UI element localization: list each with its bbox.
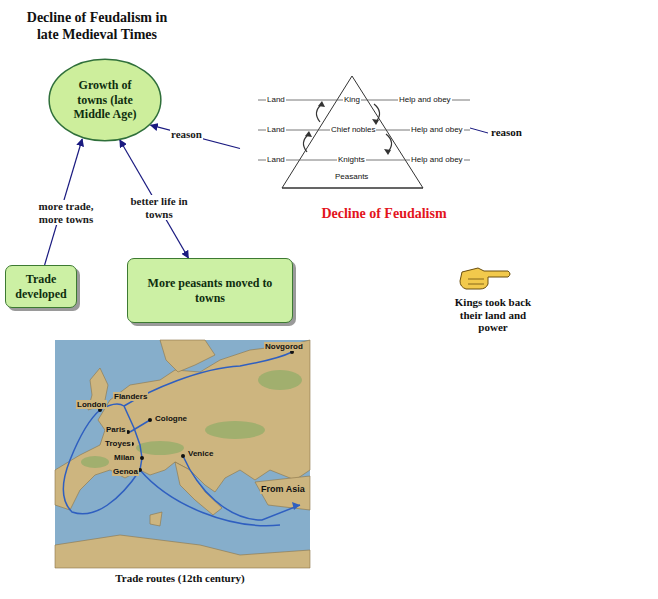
trade-route-map	[55, 340, 310, 568]
pyramid-label: Help and obey	[398, 95, 452, 104]
pyramid-label: King	[343, 95, 361, 104]
city-label: Troyes	[104, 439, 132, 448]
map-caption: Trade routes (12th century)	[80, 572, 280, 584]
pyramid-illustration	[243, 70, 525, 194]
trade-route-map	[140, 456, 144, 460]
pyramid-illustration	[318, 101, 325, 107]
process-box: Trade developed	[5, 265, 77, 308]
pointing-hand-icon	[460, 268, 510, 289]
trade-route-map	[140, 470, 280, 526]
connector-label: more trade, more towns	[30, 200, 102, 225]
trade-route-map	[292, 502, 300, 510]
trade-route-map	[148, 418, 152, 422]
trade-route-map	[175, 462, 222, 515]
pyramid-figure: Decline of Feudalism	[240, 68, 528, 224]
pyramid-label: Land	[266, 125, 286, 134]
pyramid-label: Help and obey	[410, 155, 464, 164]
pyramid-label: Land	[266, 95, 286, 104]
trade-route-map	[181, 454, 185, 458]
trade-route-map	[55, 535, 310, 568]
topic-ellipse: Growth of towns (late Middle Age)	[48, 58, 162, 142]
trade-route-map	[136, 441, 184, 455]
trade-route-map	[130, 420, 150, 432]
pyramid-label: Knights	[337, 155, 366, 164]
pyramid-illustration	[303, 104, 391, 152]
trade-route-map	[124, 352, 292, 406]
pyramid-illustration	[282, 76, 423, 188]
route-label: From Asia	[260, 484, 306, 494]
city-label: London	[76, 400, 107, 409]
node-text: More peasants moved to towns	[133, 276, 287, 305]
pyramid-illustration	[374, 104, 380, 122]
connector-label: reason	[491, 126, 522, 139]
trade-route-map	[64, 352, 301, 526]
pyramid-illustration	[384, 149, 391, 155]
node-text: Trade developed	[11, 272, 71, 301]
trade-route-map	[205, 421, 265, 439]
pyramid-illustration	[305, 101, 391, 155]
pyramid-illustration	[386, 134, 392, 152]
trade-route-map	[160, 340, 215, 372]
pyramid-label: Chief nobles	[330, 125, 376, 134]
pointing-hand-icon	[460, 268, 510, 289]
pyramid-label: Help and obey	[410, 125, 464, 134]
node-text: Decline of Feudalism	[321, 206, 446, 224]
pyramid-illustration	[305, 131, 312, 137]
trade-route-map	[255, 476, 310, 510]
pyramid-illustration	[303, 134, 309, 152]
pointing-hand-icon	[468, 279, 484, 284]
trade-route-map	[258, 370, 302, 390]
pyramid-label: Land	[266, 155, 286, 164]
city-label: Novgorod	[264, 342, 304, 351]
trade-route-map	[55, 340, 310, 568]
trade-route-map	[126, 430, 130, 434]
pyramid-illustration	[470, 128, 488, 133]
trade-route-map	[81, 456, 109, 468]
pyramid-illustration	[243, 70, 525, 194]
connector-label: better life in towns	[116, 195, 202, 220]
trade-route-map	[124, 406, 142, 458]
process-box: More peasants moved to towns	[127, 258, 293, 323]
city-label: Paris	[105, 425, 127, 434]
city-label: Venice	[187, 449, 214, 458]
trade-route-map	[64, 410, 141, 514]
city-label: Cologne	[154, 414, 188, 423]
city-label: Genoa	[112, 467, 139, 476]
trade-route-map	[55, 340, 310, 568]
trade-route-map	[81, 370, 302, 468]
callout-note: Kings took back their land and power	[452, 296, 534, 334]
node-text: Growth of towns (late Middle Age)	[63, 78, 147, 121]
city-label: Flanders	[113, 392, 148, 401]
connector-label: reason	[170, 128, 203, 141]
trade-route-map	[98, 350, 294, 472]
city-label: Milan	[113, 453, 135, 462]
pyramid-label: Peasants	[334, 172, 369, 181]
diagram-title: Decline of Feudalism in late Medieval Ti…	[22, 10, 172, 44]
trade-route-map	[150, 512, 162, 526]
pyramid-illustration	[316, 104, 322, 122]
ellipse-outline	[49, 59, 161, 140]
pyramid-illustration	[282, 188, 423, 189]
arrow-connector	[151, 125, 240, 148]
